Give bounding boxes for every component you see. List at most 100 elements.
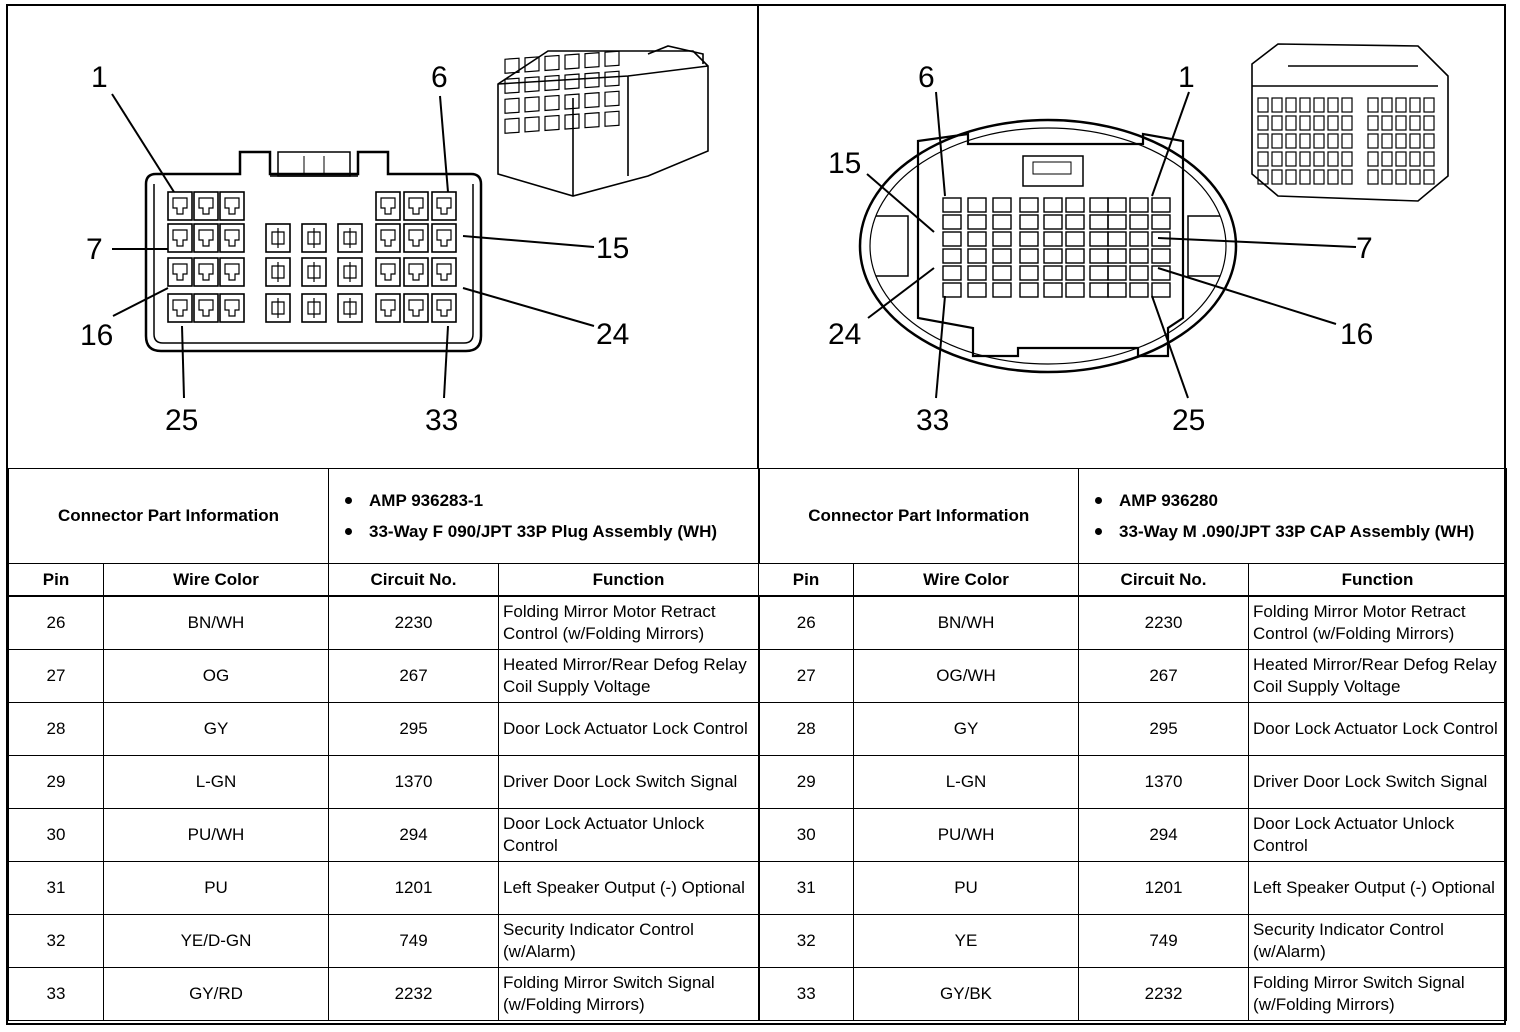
cavity [265, 293, 291, 323]
cavity [301, 257, 327, 287]
wire-color-cell-right: PU/WH [853, 808, 1080, 862]
circuit-cell-left: 749 [328, 914, 500, 968]
cavity [1019, 248, 1039, 264]
wire-color-cell-left: GY [102, 702, 330, 756]
cavity [375, 223, 401, 253]
pin-cell-left: 31 [8, 861, 104, 915]
function-cell-left: Left Speaker Output (-) Optional [498, 861, 760, 915]
cavity [1019, 214, 1039, 230]
pin-cell-right: 28 [757, 702, 855, 756]
cavity [992, 197, 1012, 213]
circuit-cell-right: 749 [1078, 914, 1250, 968]
cavity [219, 223, 245, 253]
connector-info-left: AMP 936283-1 33-Way F 090/JPT 33P Plug A… [328, 468, 760, 564]
cavity [1043, 214, 1063, 230]
cavity [403, 191, 429, 221]
circuit-cell-right: 2230 [1078, 595, 1250, 650]
cavity [1065, 265, 1085, 281]
function-cell-right: Left Speaker Output (-) Optional [1248, 861, 1508, 915]
cavity [1129, 282, 1149, 298]
cavity [1043, 231, 1063, 247]
cavity [193, 257, 219, 287]
wire-color-cell-left: L-GN [102, 755, 330, 809]
header-circuit-left: Circuit No. [328, 563, 500, 597]
function-cell-right: Door Lock Actuator Unlock Control [1248, 808, 1508, 862]
pin-cell-right: 29 [757, 755, 855, 809]
part-number-right: AMP 936280 [1093, 490, 1506, 511]
circuit-cell-right: 267 [1078, 649, 1250, 703]
callout-15: 15 [596, 232, 629, 265]
cavity [1107, 282, 1127, 298]
function-cell-right: Driver Door Lock Switch Signal [1248, 755, 1508, 809]
circuit-cell-left: 295 [328, 702, 500, 756]
cavity [301, 223, 327, 253]
callout-16: 16 [1340, 318, 1373, 351]
function-cell-right: Folding Mirror Motor Retract Control (w/… [1248, 595, 1508, 650]
pin-cell-right: 26 [757, 595, 855, 650]
cavity [193, 223, 219, 253]
callout-leaders-left [111, 93, 595, 399]
connector-info-right: AMP 936280 33-Way M .090/JPT 33P CAP Ass… [1078, 468, 1508, 564]
callout-33: 33 [916, 404, 949, 437]
cavity [967, 214, 987, 230]
function-cell-left: Driver Door Lock Switch Signal [498, 755, 760, 809]
cavity [992, 214, 1012, 230]
connector-diagram-right: 6 1 15 7 24 16 33 25 [828, 43, 1449, 437]
cavity [992, 248, 1012, 264]
callout-25: 25 [1172, 404, 1205, 437]
cavity [967, 231, 987, 247]
pin-cell-right: 32 [757, 914, 855, 968]
cavity [992, 282, 1012, 298]
cavity [1107, 265, 1127, 281]
cavity [1043, 248, 1063, 264]
function-cell-left: Door Lock Actuator Unlock Control [498, 808, 760, 862]
pin-cell-left: 33 [8, 967, 104, 1021]
cavity [301, 293, 327, 323]
connector-face-right [858, 118, 1238, 374]
cavity [375, 293, 401, 323]
cavity [193, 191, 219, 221]
callout-1: 1 [91, 61, 108, 94]
pin-cell-left: 27 [8, 649, 104, 703]
pin-cell-left: 28 [8, 702, 104, 756]
cavity [337, 257, 363, 287]
function-cell-left: Folding Mirror Switch Signal (w/Folding … [498, 967, 760, 1021]
cavity [403, 257, 429, 287]
cavity [942, 231, 962, 247]
header-function-right: Function [1248, 563, 1508, 597]
cavity [967, 282, 987, 298]
header-pin-left: Pin [8, 563, 104, 597]
wire-color-cell-right: YE [853, 914, 1080, 968]
pin-cell-left: 30 [8, 808, 104, 862]
cavity [1129, 214, 1149, 230]
callout-7: 7 [1356, 232, 1373, 265]
part-number-left: AMP 936283-1 [343, 490, 758, 511]
callout-labels-left: 1 6 7 15 16 24 25 33 [80, 61, 629, 437]
cavity [942, 248, 962, 264]
header-wire-color-right: Wire Color [853, 563, 1080, 597]
cavity [337, 293, 363, 323]
cavity [992, 231, 1012, 247]
callout-6: 6 [918, 61, 935, 94]
cavity [1151, 265, 1171, 281]
wire-color-cell-left: PU [102, 861, 330, 915]
cavity [403, 223, 429, 253]
cavity [1107, 214, 1127, 230]
cavity-grid-right [942, 197, 1171, 298]
callout-24: 24 [828, 318, 861, 351]
cavity [1043, 282, 1063, 298]
cavity [1129, 248, 1149, 264]
cavity [1151, 214, 1171, 230]
callout-15: 15 [828, 147, 861, 180]
cavity [265, 223, 291, 253]
connector-sheet: 1 6 7 15 16 24 25 33 [6, 4, 1508, 1025]
circuit-cell-left: 294 [328, 808, 500, 862]
pin-cell-right: 30 [757, 808, 855, 862]
cavity [1019, 197, 1039, 213]
isometric-view-right [1251, 43, 1449, 202]
